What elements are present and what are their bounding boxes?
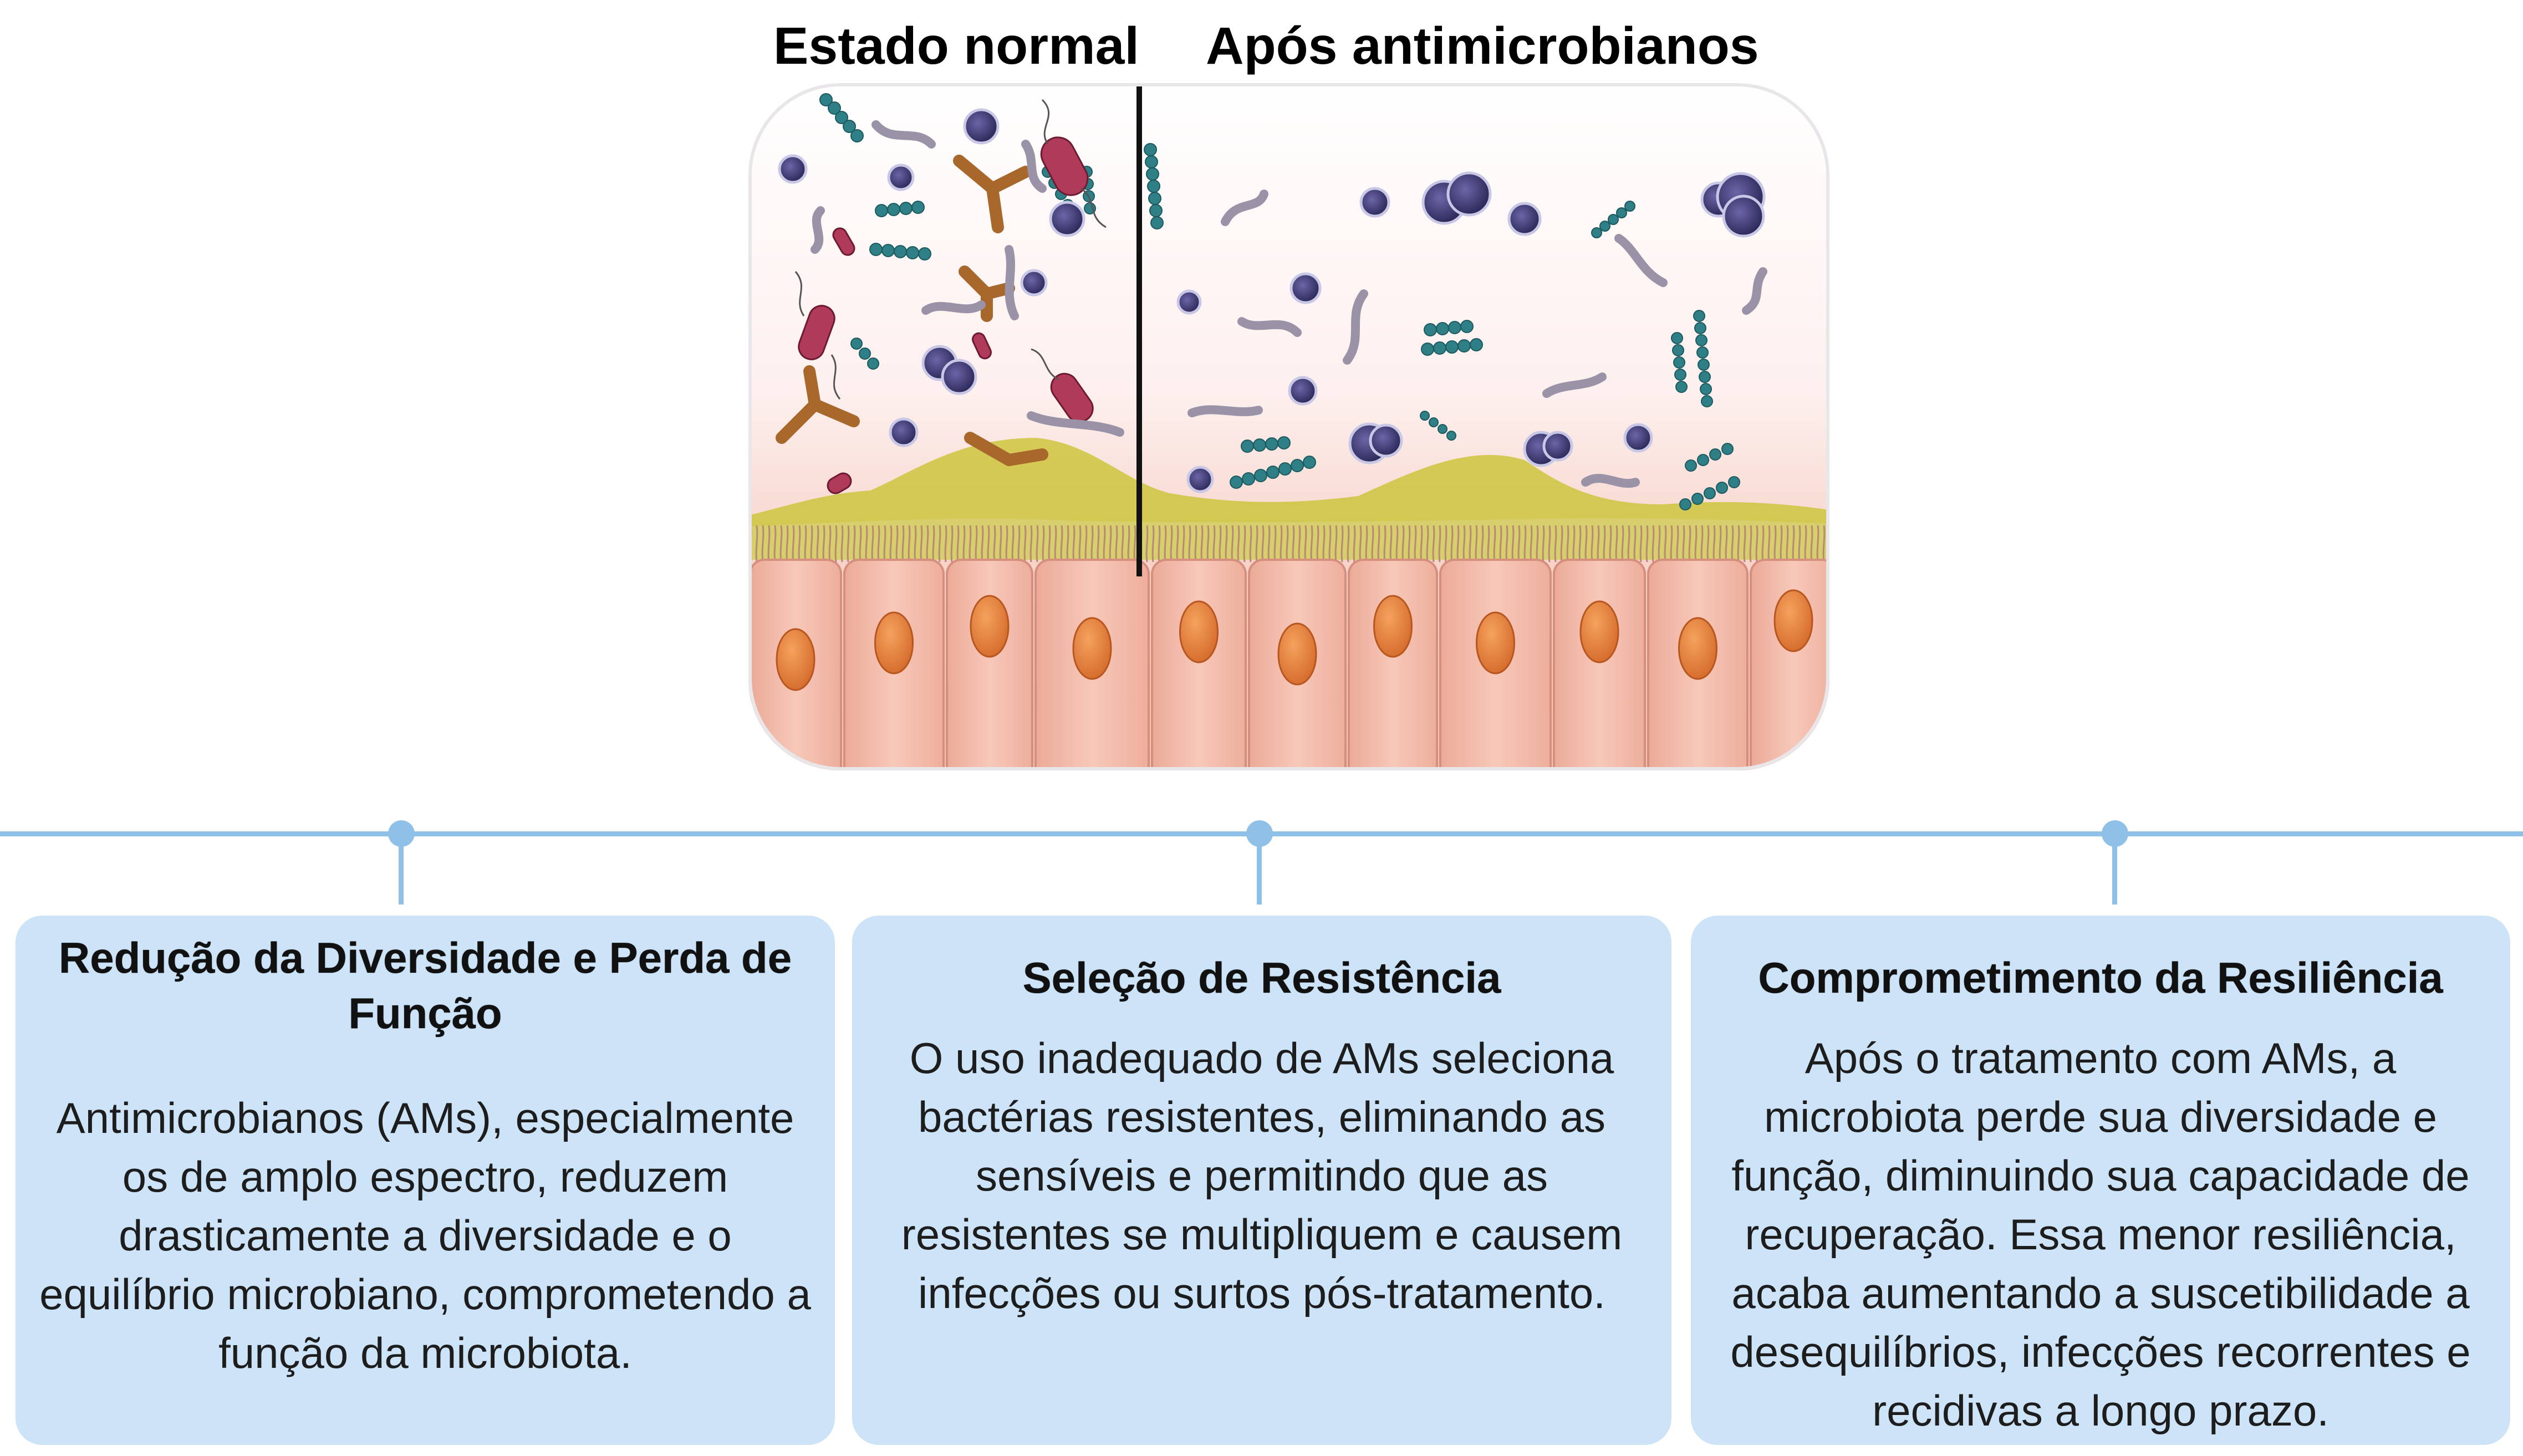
cell-nucleus [1773, 589, 1813, 652]
timeline-connector [399, 835, 404, 905]
cell-nucleus [1678, 617, 1717, 680]
timeline-connector [1257, 835, 1262, 905]
epithelial-cells [749, 559, 1829, 770]
diversity-loss-card: Redução da Diversidade e Perda de Função… [16, 916, 835, 1445]
cell-nucleus [1072, 617, 1112, 680]
cell-nucleus [776, 628, 815, 691]
gut-microbiota-illustration [748, 83, 1829, 770]
cell-nucleus [1179, 600, 1219, 663]
resistance-selection-card: Seleção de Resistência O uso inadequado … [852, 916, 1671, 1445]
timeline-connector [2112, 835, 2117, 905]
card-body: O uso inadequado de AMs seleciona bactér… [901, 1034, 1623, 1317]
card-title: Seleção de Resistência [1022, 953, 1501, 1002]
cell-nucleus [874, 611, 914, 675]
card-body: Após o tratamento com AMs, a microbiota … [1730, 1034, 2471, 1435]
reduced-microbiota [1144, 143, 1767, 510]
epithelial-cell [1553, 559, 1646, 770]
epithelial-cell [946, 559, 1033, 770]
cell-nucleus [1476, 611, 1515, 675]
epithelial-cell [1348, 559, 1438, 770]
after-antimicrobials-heading: Após antimicrobianos [1206, 17, 1759, 75]
epithelial-cell [1151, 559, 1247, 770]
microvilli [749, 525, 1826, 563]
cell-nucleus [970, 595, 1010, 658]
cell-nucleus [1277, 622, 1317, 686]
card-title: Redução da Diversidade e Perda de Função [58, 933, 792, 1038]
cell-nucleus [1373, 595, 1413, 658]
diverse-microbiota [776, 93, 1124, 494]
resilience-card: Comprometimento da Resiliência Após o tr… [1691, 916, 2510, 1445]
card-title: Comprometimento da Resiliência [1758, 953, 2443, 1002]
cell-nucleus [1579, 600, 1619, 663]
card-body: Antimicrobianos (AMs), especialmente os … [39, 1094, 811, 1377]
normal-state-heading: Estado normal [773, 17, 1139, 75]
